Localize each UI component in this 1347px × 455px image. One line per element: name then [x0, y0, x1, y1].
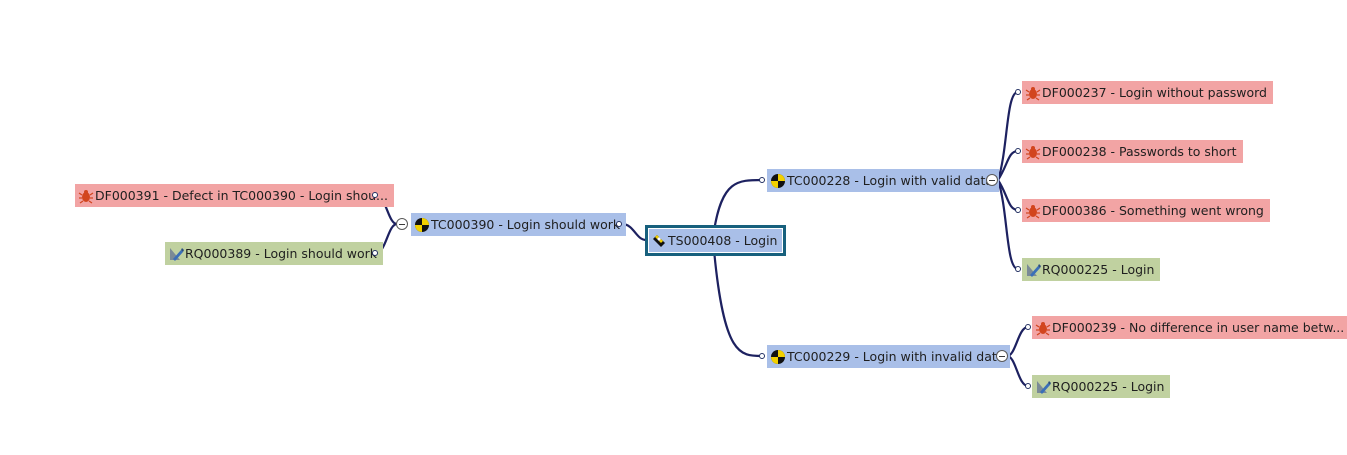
node-connector-handle[interactable]	[1015, 266, 1021, 272]
node-connector-handle[interactable]	[759, 353, 765, 359]
defect-label: DF000391 - Defect in TC000390 - Login sh…	[95, 188, 388, 203]
connector-root-tc000229	[712, 248, 764, 358]
node-connector-handle[interactable]	[1025, 383, 1031, 389]
requirement-label: RQ000225 - Login	[1042, 262, 1155, 277]
requirement-icon	[1025, 262, 1041, 278]
requirement-node-rq000225[interactable]: RQ000225 - Login	[1022, 258, 1161, 281]
node-connector-handle[interactable]	[1015, 89, 1021, 95]
connector-root-tc000228	[712, 178, 764, 233]
defect-label: DF000386 - Something went wrong	[1042, 203, 1264, 218]
defect-label: DF000239 - No difference in user name be…	[1052, 320, 1345, 335]
testcase-node-tc000229[interactable]: TC000229 - Login with invalid data	[767, 345, 1011, 368]
bug-icon	[1025, 203, 1041, 219]
test-case-icon	[770, 173, 786, 189]
defect-label: DF000237 - Login without password	[1042, 85, 1267, 100]
collapse-toggle-tc000390[interactable]	[396, 218, 408, 230]
testcase-label: TC000228 - Login with valid data	[787, 173, 994, 188]
bug-icon	[78, 188, 94, 204]
node-connector-handle[interactable]	[372, 192, 378, 198]
node-connector-handle[interactable]	[1025, 324, 1031, 330]
requirement-node-rq000389[interactable]: RQ000389 - Login should work	[165, 242, 384, 265]
connector-tc000228-df000237	[996, 90, 1020, 182]
collapse-toggle-tc000229[interactable]	[996, 350, 1008, 362]
root-node-label: TS000408 - Login	[668, 233, 778, 248]
testcase-node-tc000228[interactable]: TC000228 - Login with valid data	[767, 169, 1000, 192]
node-connector-handle[interactable]	[759, 177, 765, 183]
requirement-label: RQ000225 - Login	[1052, 379, 1165, 394]
defect-label: DF000238 - Passwords to short	[1042, 144, 1237, 159]
defect-node-df000237[interactable]: DF000237 - Login without password	[1022, 81, 1273, 104]
bug-icon	[1035, 320, 1051, 336]
node-connector-handle[interactable]	[1015, 207, 1021, 213]
connector-tc000228-rq000225	[996, 178, 1020, 271]
testcase-node-tc000390[interactable]: TC000390 - Login should work	[411, 213, 627, 236]
requirement-icon	[168, 246, 184, 262]
testcase-label: TC000390 - Login should work	[431, 217, 621, 232]
requirement-node-rq000225-b[interactable]: RQ000225 - Login	[1032, 375, 1171, 398]
node-connector-handle[interactable]	[616, 221, 622, 227]
test-case-icon	[770, 349, 786, 365]
defect-node-df000386[interactable]: DF000386 - Something went wrong	[1022, 199, 1270, 222]
defect-node-df000239[interactable]: DF000239 - No difference in user name be…	[1032, 316, 1347, 339]
bug-icon	[1025, 144, 1041, 160]
collapse-toggle-tc000228[interactable]	[986, 174, 998, 186]
test-suite-icon	[651, 233, 667, 249]
node-connector-handle[interactable]	[1015, 148, 1021, 154]
requirement-label: RQ000389 - Login should work	[185, 246, 378, 261]
root-node-ts000408[interactable]: TS000408 - Login	[645, 225, 787, 256]
requirement-icon	[1035, 379, 1051, 395]
defect-node-df000238[interactable]: DF000238 - Passwords to short	[1022, 140, 1243, 163]
node-connector-handle[interactable]	[372, 250, 378, 256]
test-case-icon	[414, 217, 430, 233]
bug-icon	[1025, 85, 1041, 101]
defect-node-df000391[interactable]: DF000391 - Defect in TC000390 - Login sh…	[75, 184, 394, 207]
testcase-label: TC000229 - Login with invalid data	[787, 349, 1005, 364]
